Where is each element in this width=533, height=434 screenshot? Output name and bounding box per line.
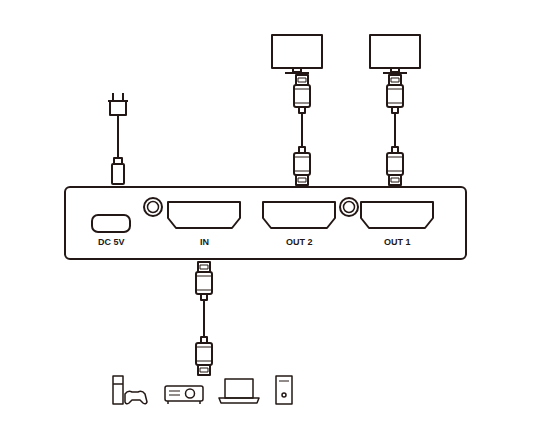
led-ring [340, 198, 358, 216]
hdmi-plug [196, 262, 212, 300]
hdmi-plug [294, 147, 310, 185]
hdmi-cable [301, 113, 303, 147]
dc-port [92, 215, 130, 232]
port-label: OUT 1 [384, 238, 411, 247]
hdmi-plug [387, 147, 403, 185]
monitor-icon [272, 35, 322, 73]
hdmi-port [361, 202, 433, 228]
hdmi-cable [203, 300, 205, 337]
port-label: DC 5V [98, 238, 125, 247]
led [148, 202, 159, 213]
led [344, 202, 355, 213]
splitter-housing [65, 187, 466, 259]
power-adapter [108, 93, 128, 184]
port-label: IN [200, 238, 209, 247]
hdmi-plug [196, 337, 212, 375]
led-ring [144, 198, 162, 216]
hdmi-port [168, 202, 240, 228]
hdmi-cable [394, 113, 396, 147]
port-label: OUT 2 [286, 238, 313, 247]
hdmi-plug [387, 75, 403, 113]
source-devices [113, 376, 292, 404]
monitor-icon [370, 35, 420, 73]
hdmi-plug [294, 75, 310, 113]
hdmi-port [263, 202, 335, 228]
